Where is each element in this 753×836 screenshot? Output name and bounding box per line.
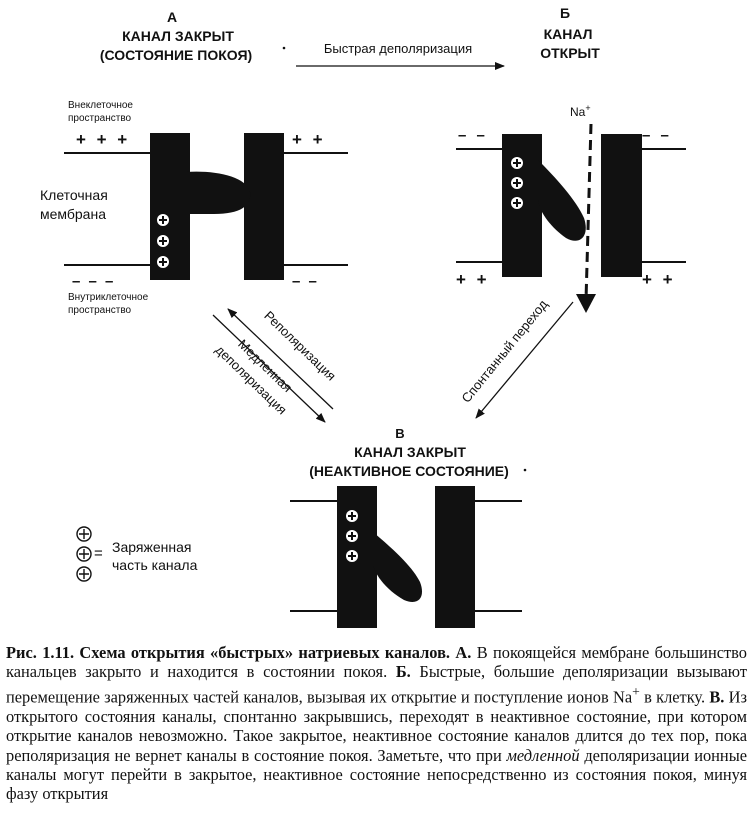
- charges-bottom-left-b: + +: [456, 270, 490, 289]
- state-v-closed-inactive: В КАНАЛ ЗАКРЫТ (НЕАКТИВНОЕ СОСТОЯНИЕ): [290, 426, 527, 628]
- membrane-label-2: мембрана: [40, 206, 106, 222]
- caption-part1: В покоящейся мембране большинство каналь…: [6, 643, 747, 682]
- extracellular-label-1: Внеклеточное: [68, 100, 133, 111]
- charges-bottom-right-a: – –: [292, 273, 319, 290]
- spontaneous-transition-label: Спонтанный переход: [458, 296, 550, 405]
- sodium-flux-arrowhead: [576, 294, 596, 313]
- caption-part3: в клетку.: [639, 687, 710, 707]
- state-b-letter: Б: [560, 5, 570, 21]
- legend-label-2: часть канала: [112, 557, 198, 573]
- state-a-title-line1: КАНАЛ ЗАКРЫТ: [122, 28, 234, 44]
- charges-bottom-right-b: + +: [642, 270, 676, 289]
- channel-gate-v: [373, 532, 423, 602]
- state-v-letter: В: [395, 426, 404, 441]
- charges-top-left-b: – –: [458, 127, 488, 144]
- plus-icon: [348, 532, 356, 540]
- slow-depolarization-arrow: [212, 314, 326, 423]
- legend-equals: =: [94, 545, 103, 562]
- repolarization-arrow: [227, 308, 334, 410]
- spontaneous-arrow: [475, 301, 574, 419]
- channel-left-wall-a: [150, 133, 190, 280]
- membrane-label-1: Клеточная: [40, 187, 108, 203]
- plus-icon: [513, 179, 521, 187]
- state-a-title-line2: (СОСТОЯНИЕ ПОКОЯ): [100, 47, 252, 63]
- caption-emphasis: медленной: [506, 745, 580, 765]
- transition-slow-depolarization: Медленная деполяризация: [212, 314, 326, 423]
- bullet-dot: [523, 468, 527, 472]
- state-b-open: Б КАНАЛ ОТКРЫТ Na+ – – – – + + + +: [456, 5, 686, 313]
- channel-right-wall-v: [435, 486, 475, 628]
- state-v-title-line2: (НЕАКТИВНОЕ СОСТОЯНИЕ): [309, 463, 509, 479]
- plus-icon: [513, 159, 521, 167]
- transition-spontaneous: Спонтанный переход: [458, 296, 574, 419]
- bullet-dot: [282, 46, 286, 50]
- channel-right-wall-b: [601, 134, 642, 277]
- sodium-channel-diagram: А КАНАЛ ЗАКРЫТ (СОСТОЯНИЕ ПОКОЯ) Внеклет…: [40, 5, 686, 628]
- charges-top-right-b: – –: [642, 127, 672, 144]
- extracellular-label-2: пространство: [68, 113, 132, 124]
- caption-label-v: В.: [709, 687, 725, 707]
- plus-icon: [159, 258, 167, 266]
- caption-title: Рис. 1.11. Схема открытия «быстрых» натр…: [6, 643, 472, 662]
- state-v-title-line1: КАНАЛ ЗАКРЫТ: [354, 444, 466, 460]
- plus-icon: [513, 199, 521, 207]
- transition-fast-depolarization: Быстрая деполяризация: [282, 41, 505, 70]
- state-a-closed-resting: А КАНАЛ ЗАКРЫТ (СОСТОЯНИЕ ПОКОЯ) Внеклет…: [40, 9, 348, 316]
- legend-label-1: Заряженная: [112, 539, 191, 555]
- plus-icon: [348, 512, 356, 520]
- state-b-title-line2: ОТКРЫТ: [540, 45, 600, 61]
- caption-part4: Из открытого состояния каналы, спонтанно…: [6, 687, 747, 765]
- channel-gate-b-notch: [593, 203, 601, 232]
- sodium-ion-label: Na+: [570, 103, 591, 119]
- plus-icon: [159, 216, 167, 224]
- legend: = Заряженная часть канала: [76, 526, 198, 582]
- charges-top-a: + + +: [76, 130, 130, 149]
- caption-label-b: Б.: [395, 662, 411, 682]
- plus-icon: [79, 569, 89, 579]
- plus-icon: [79, 549, 89, 559]
- channel-gate-a: [186, 171, 251, 214]
- charges-top-right-a: + +: [292, 130, 326, 149]
- channel-right-wall-a: [244, 133, 284, 280]
- channel-gate-b: [538, 160, 586, 241]
- plus-icon: [159, 237, 167, 245]
- intracellular-label-2: пространство: [68, 305, 132, 316]
- charges-bottom-a: – – –: [72, 273, 115, 290]
- sodium-flux-arrow: [584, 123, 593, 301]
- caption-part2: Быстрые, большие деполяризации вызывают …: [6, 662, 747, 707]
- caption-part5: деполяризации ионные каналы могут перейт…: [6, 745, 747, 804]
- plus-icon: [348, 552, 356, 560]
- state-a-letter: А: [167, 9, 177, 25]
- figure-caption: Рис. 1.11. Схема открытия «быстрых» натр…: [6, 643, 747, 804]
- state-b-title-line1: КАНАЛ: [544, 26, 593, 42]
- fast-depolarization-label: Быстрая деполяризация: [324, 41, 472, 56]
- plus-icon: [79, 529, 89, 539]
- intracellular-label-1: Внутриклеточное: [68, 292, 149, 303]
- caption-ion-sup: +: [632, 683, 640, 699]
